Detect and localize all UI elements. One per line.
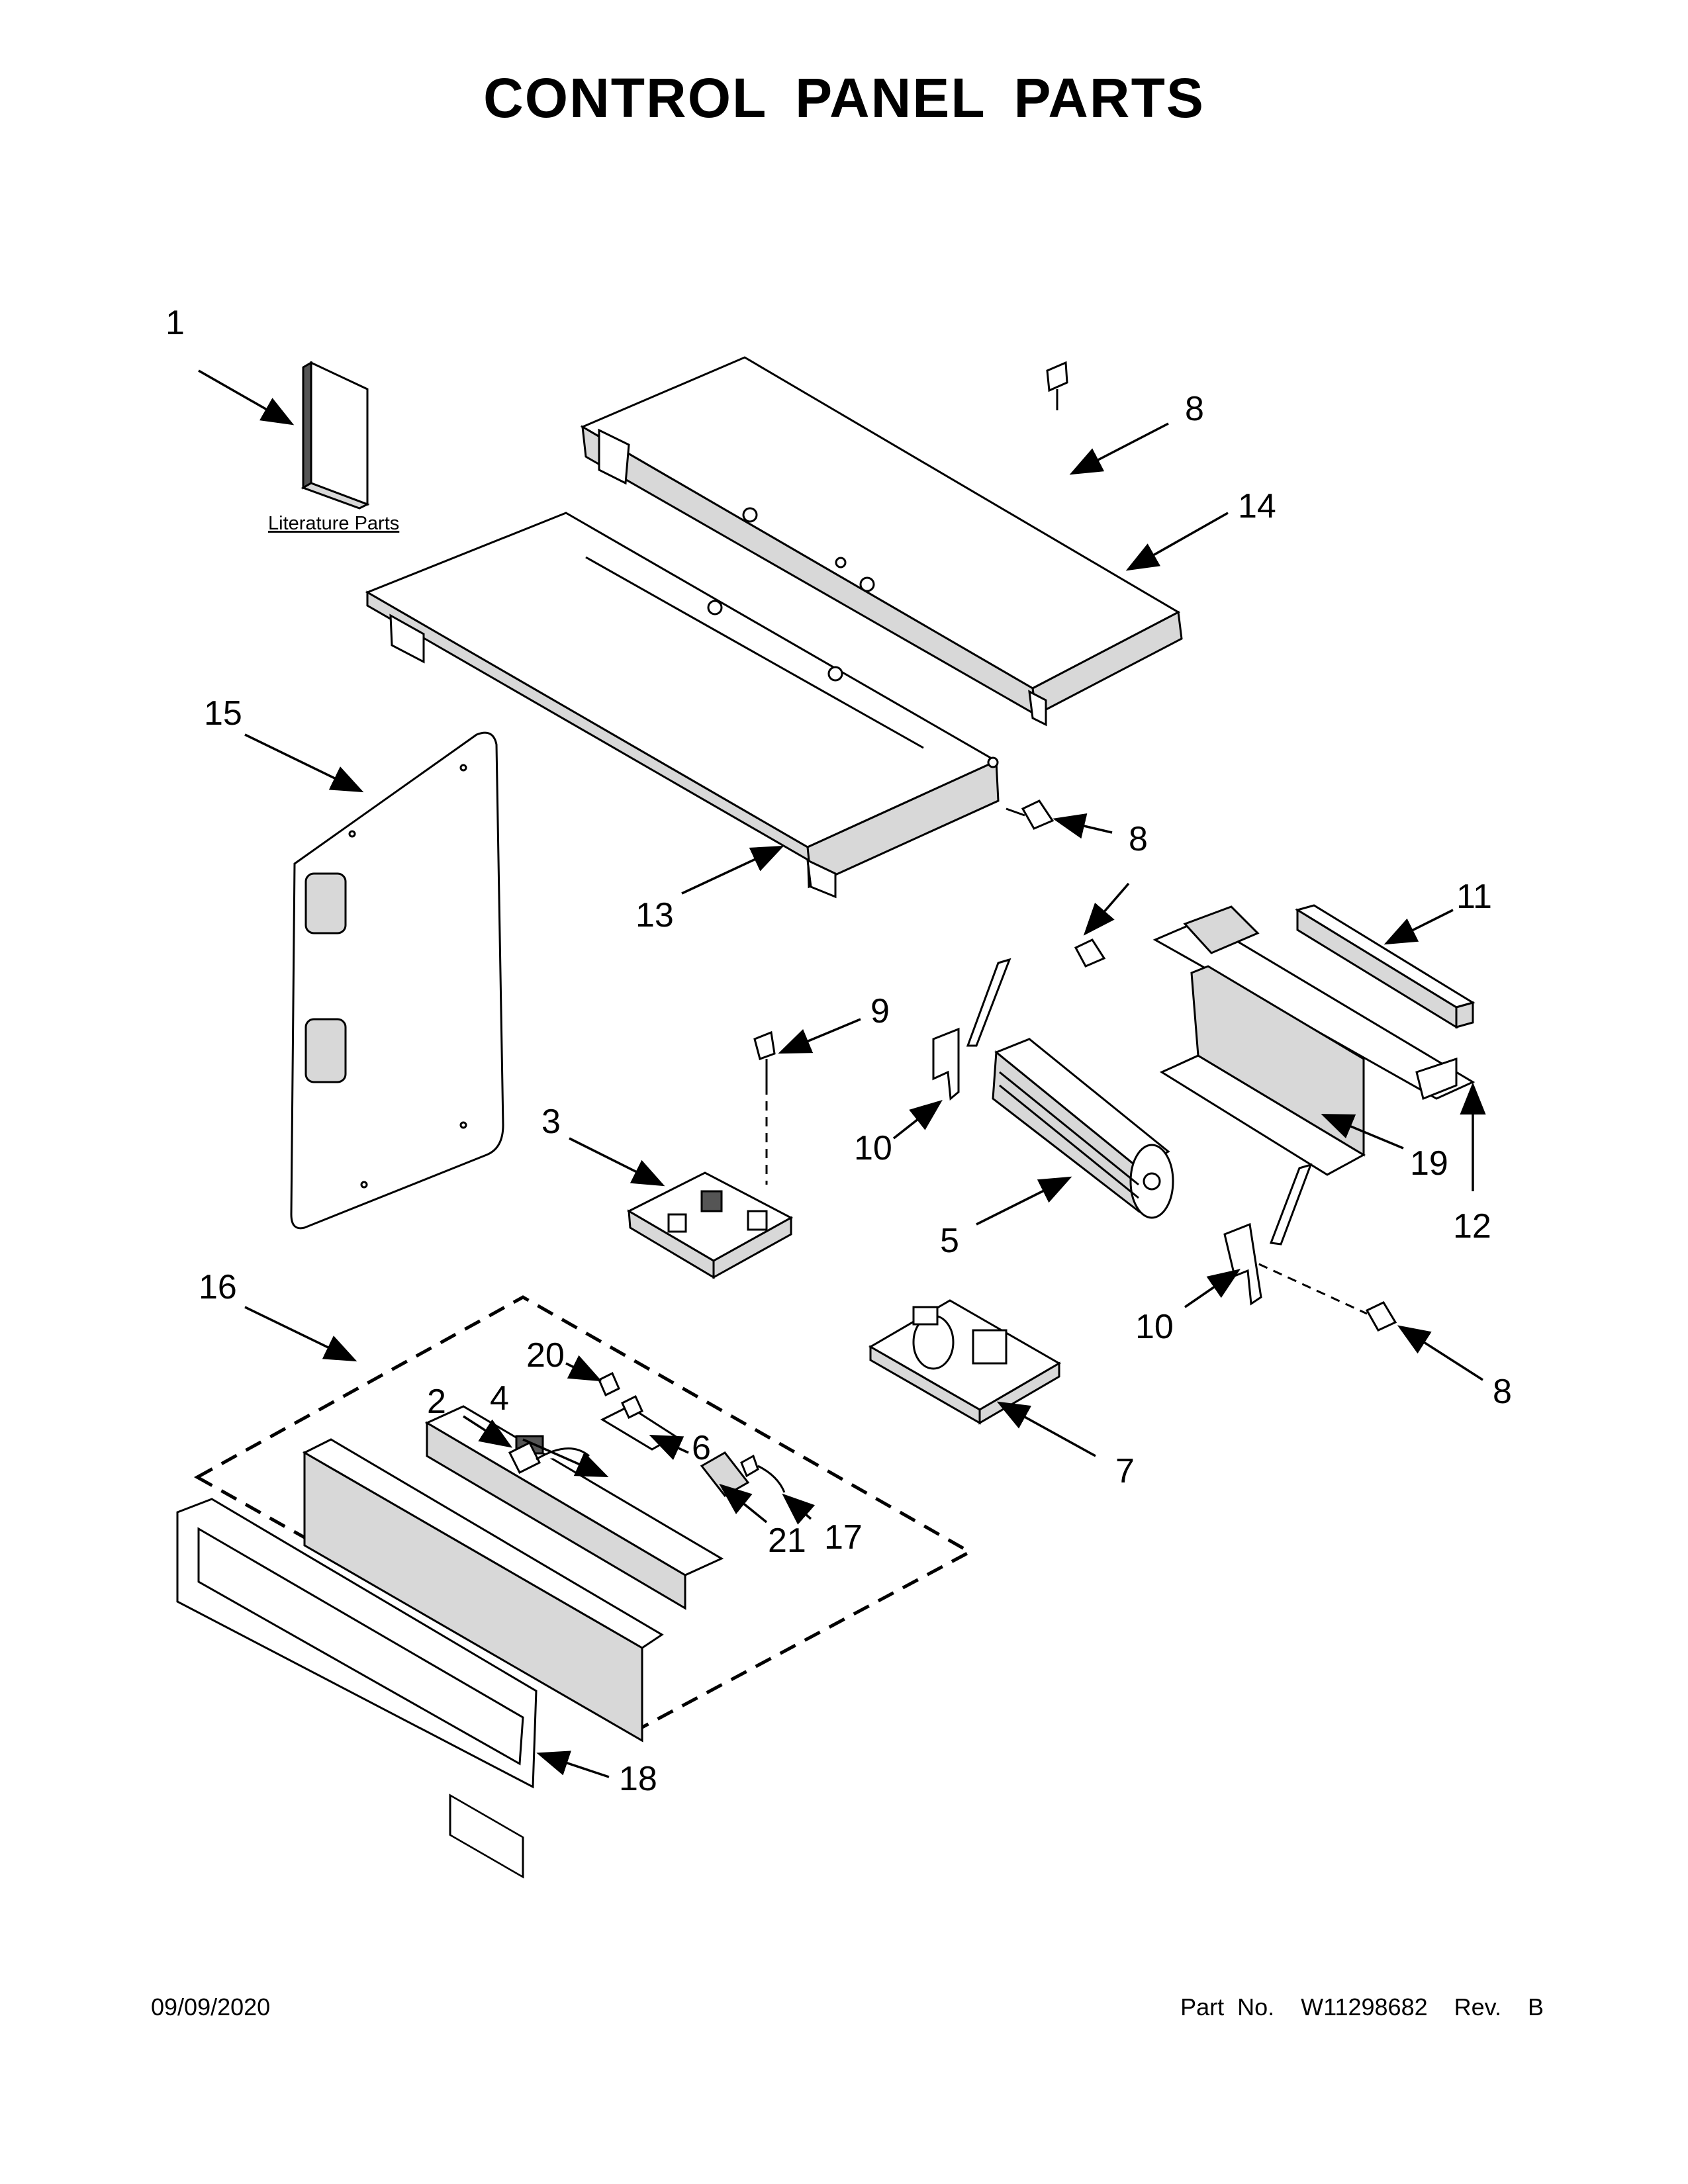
callout-10b: 10	[1135, 1308, 1174, 1346]
screw-bracket[interactable]	[1074, 938, 1106, 968]
callout-19: 19	[1410, 1144, 1448, 1183]
callout-20: 20	[526, 1336, 565, 1375]
literature-parts-link[interactable]: Literature Parts	[268, 513, 399, 534]
gasket-strip[interactable]	[1295, 904, 1476, 1029]
callout-14: 14	[1238, 487, 1276, 525]
leader-lines	[198, 369, 1486, 1778]
control-panel-trim[interactable]	[176, 1498, 538, 1789]
callout-9: 9	[870, 992, 890, 1030]
power-supply-board[interactable]	[868, 1299, 1061, 1425]
callout-1: 1	[165, 304, 185, 342]
screw-mid-right[interactable]	[1006, 799, 1055, 830]
screw-lower-right[interactable]	[1365, 1301, 1397, 1332]
callout-labels: 1 8 14 15 8 13 8 11 9 10 3 19 12 5 10 16…	[165, 304, 1512, 1798]
screw-20[interactable]	[598, 1371, 620, 1397]
hinge-bracket-upper[interactable]	[932, 958, 1011, 1101]
callout-16: 16	[199, 1268, 237, 1306]
mounting-bracket-front[interactable]	[1159, 965, 1366, 1176]
callout-8b: 8	[1129, 820, 1148, 858]
callout-18: 18	[619, 1760, 657, 1798]
small-harness-17[interactable]	[740, 1454, 786, 1493]
callout-10a: 10	[854, 1129, 892, 1167]
callout-4: 4	[490, 1379, 509, 1418]
callout-12: 12	[1453, 1207, 1491, 1246]
relay-control-board[interactable]	[626, 1171, 794, 1279]
cooling-blower[interactable]	[992, 1038, 1174, 1219]
callout-17: 17	[824, 1518, 863, 1557]
callout-8d: 8	[1493, 1373, 1512, 1411]
interface-bracket[interactable]	[600, 1405, 750, 1497]
hinge-bracket-lower[interactable]	[1223, 1163, 1313, 1306]
control-panel-overlay[interactable]	[302, 1438, 664, 1879]
mounting-bracket-rear[interactable]	[1152, 905, 1476, 1101]
screw-top[interactable]	[1046, 361, 1068, 410]
lower-panel-cover[interactable]	[365, 512, 1000, 899]
screw-control-board[interactable]	[753, 1030, 776, 1085]
callout-8a: 8	[1185, 390, 1204, 428]
literature-booklet[interactable]	[301, 361, 370, 510]
insulation-panel[interactable]	[290, 731, 504, 1230]
callout-5: 5	[940, 1222, 959, 1260]
callout-2: 2	[427, 1383, 446, 1421]
callout-11: 11	[1456, 878, 1492, 916]
callout-15: 15	[204, 694, 242, 733]
callout-3: 3	[541, 1103, 561, 1141]
callout-7: 7	[1115, 1452, 1135, 1490]
screw-6[interactable]	[621, 1394, 643, 1420]
part-number: Part No. W11298682 Rev. B	[1180, 1993, 1544, 2021]
upper-panel-cover[interactable]	[580, 356, 1183, 727]
callout-21: 21	[768, 1522, 806, 1560]
print-date: 09/09/2020	[151, 1993, 271, 2021]
page-title: CONTROL PANEL PARTS	[483, 67, 1205, 129]
callout-6: 6	[692, 1429, 711, 1467]
callout-13: 13	[635, 896, 674, 934]
